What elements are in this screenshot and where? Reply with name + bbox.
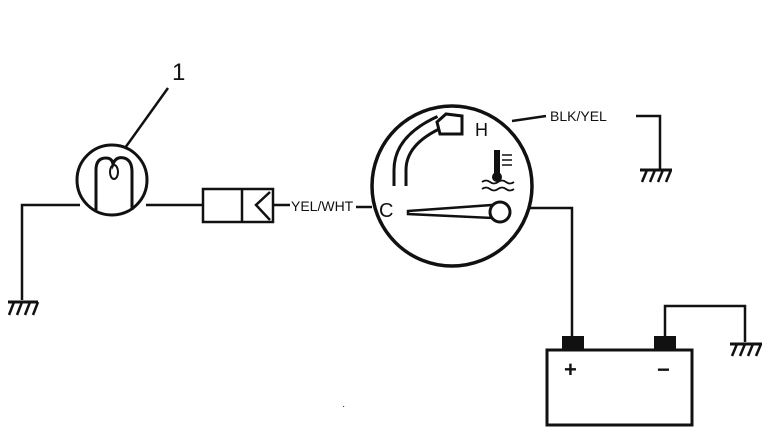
wire-connector — [201, 187, 275, 224]
ground-symbol-gauge — [640, 168, 673, 183]
wire-label-blk-yel: BLK/YEL — [550, 108, 607, 124]
stray-mark: · — [342, 401, 345, 412]
gauge-hot-mark: H — [475, 120, 488, 140]
gauge-ground-circuit: BLK/YEL — [511, 108, 673, 183]
callout-1: 1 — [123, 59, 185, 149]
ground-symbol-battery — [730, 342, 763, 357]
ground-symbol-left — [7, 300, 40, 316]
temperature-sender — [75, 143, 149, 217]
gauge-needle — [406, 200, 512, 224]
battery: + − — [545, 336, 694, 427]
battery-ground-circuit — [663, 304, 763, 357]
battery-positive-symbol: + — [564, 357, 577, 382]
sender-ground-circuit — [7, 203, 80, 316]
thermometer-icon — [481, 150, 515, 192]
wire-label-yel-wht: YEL/WHT — [291, 198, 354, 214]
temperature-gauge: H C — [370, 104, 534, 268]
callout-number: 1 — [172, 59, 185, 86]
wire-gauge-battery-positive — [530, 206, 574, 338]
gauge-cold-mark: C — [379, 200, 393, 222]
battery-negative-symbol: − — [657, 357, 670, 382]
